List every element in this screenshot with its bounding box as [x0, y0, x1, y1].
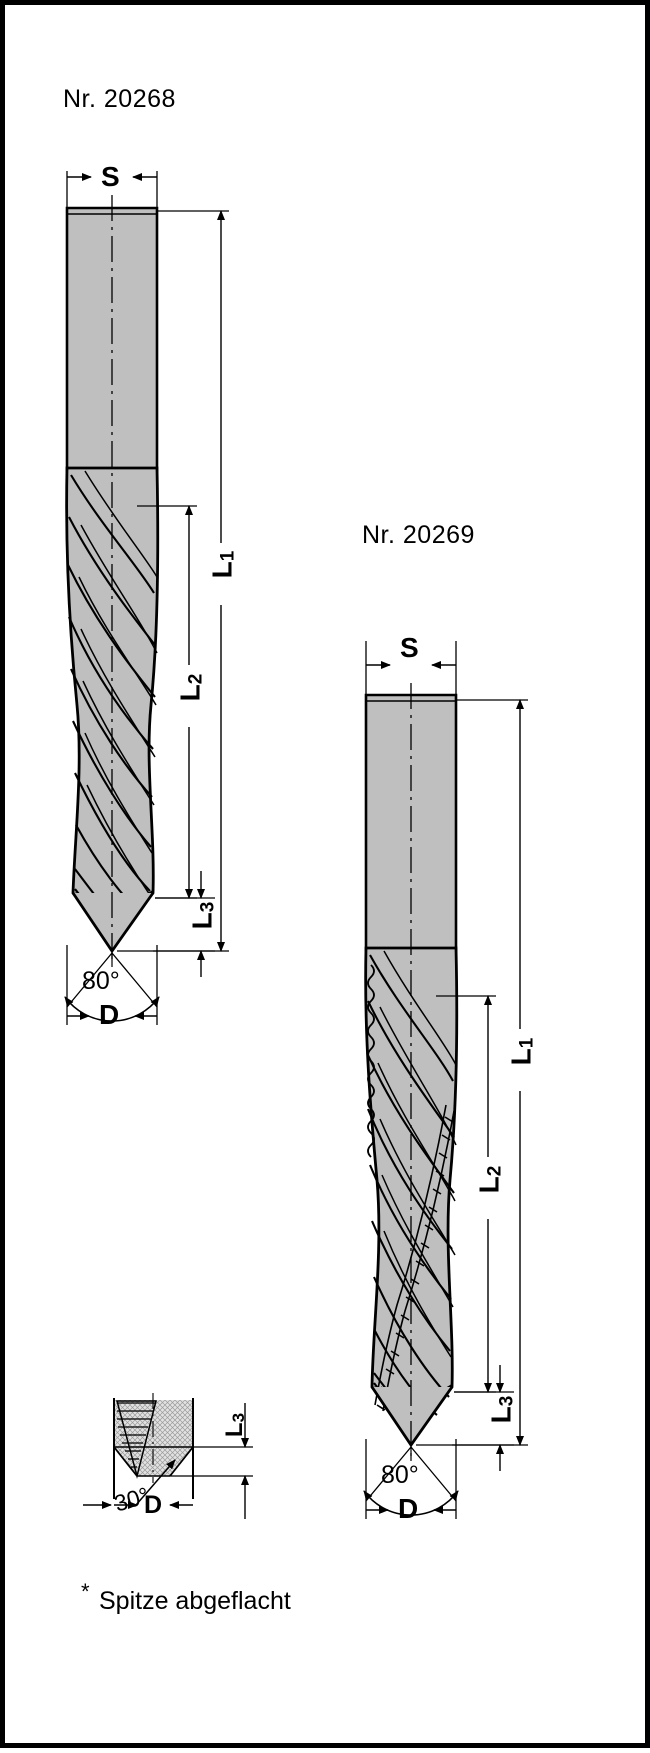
right-overall-length-label: L1 — [505, 1030, 538, 1074]
inset-diameter-label: D — [144, 1491, 163, 1519]
left-part-number: Nr. 20268 — [63, 85, 176, 113]
left-L2-letter: L — [174, 684, 206, 702]
right-flute-length-label: L2 — [473, 1158, 506, 1202]
right-point-angle-label: 80° — [381, 1461, 419, 1489]
right-L1-subscript: 1 — [516, 1037, 538, 1049]
right-L2-letter: L — [473, 1176, 505, 1194]
left-shank-dim-label: S — [101, 161, 120, 192]
left-tip-length-label: L3 — [186, 894, 219, 938]
inset-L3-subscript: 3 — [229, 1412, 248, 1423]
right-dim-L3 — [416, 1365, 514, 1471]
right-point — [370, 1386, 454, 1448]
right-tip-length-label: L3 — [485, 1388, 518, 1432]
left-flute-length-label: L2 — [174, 666, 207, 710]
inset-tip-length-label: L3 — [221, 1405, 248, 1445]
inset-right-flank — [169, 1446, 194, 1477]
left-dim-D — [66, 945, 158, 1025]
technical-drawing-canvas — [64, 171, 528, 1519]
inset-left-flank — [113, 1446, 138, 1477]
left-dim-S — [66, 171, 158, 211]
left-L2-subscript: 2 — [185, 673, 207, 685]
right-L2-subscript: 2 — [484, 1165, 506, 1177]
detail-inset-drawing — [83, 1393, 253, 1519]
drill-left-body — [65, 195, 160, 965]
left-diameter-label: D — [99, 999, 120, 1030]
right-part-number: Nr. 20269 — [362, 521, 475, 549]
left-overall-length-label: L1 — [206, 543, 239, 587]
left-L3-letter: L — [186, 912, 218, 930]
drill-right-body — [364, 683, 459, 1461]
right-shank-dim-label: S — [400, 632, 419, 663]
left-L1-subscript: 1 — [217, 550, 239, 562]
left-flute-lines-secondary — [78, 470, 158, 896]
left-dim-point-angle — [64, 952, 160, 1022]
right-chipbreaker-band — [374, 1104, 455, 1412]
left-L1-letter: L — [206, 561, 238, 579]
right-dim-S — [365, 641, 457, 698]
inset-angle-leader — [135, 1459, 176, 1506]
footnote-marker: * — [81, 1579, 90, 1604]
right-diameter-label: D — [398, 1493, 419, 1524]
left-dim-L3 — [117, 871, 215, 977]
right-L1-letter: L — [505, 1048, 537, 1066]
left-L3-subscript: 3 — [197, 901, 219, 913]
footnote-text: Spitze abgeflacht — [99, 1587, 291, 1615]
left-point-angle-label: 80° — [82, 967, 120, 995]
inset-step-hatch — [116, 1400, 157, 1479]
right-L3-subscript: 3 — [496, 1395, 518, 1407]
left-point — [71, 892, 155, 954]
inset-L3-letter: L — [221, 1422, 248, 1438]
right-chipbreaker-left — [367, 964, 375, 1158]
right-dim-point-angle — [363, 1446, 459, 1516]
right-L3-letter: L — [485, 1406, 517, 1424]
right-dim-D — [365, 1439, 457, 1519]
